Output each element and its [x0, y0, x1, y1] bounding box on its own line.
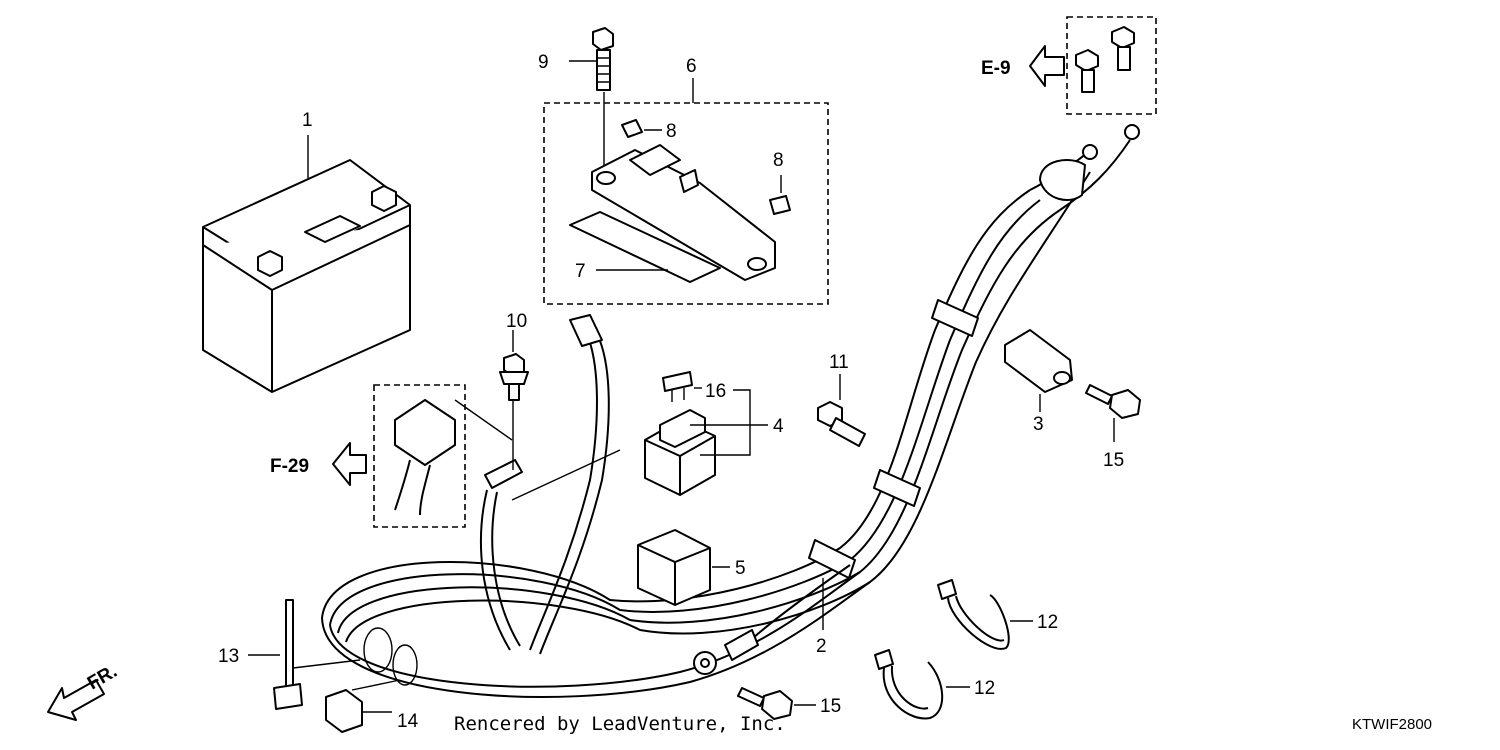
- screw-9-part[interactable]: [499, 353, 529, 401]
- f29-arrow: [332, 442, 367, 486]
- callout-7: 7: [575, 261, 586, 282]
- rubber-pad-part[interactable]: [569, 211, 721, 283]
- bolt-15b-part[interactable]: [737, 687, 793, 720]
- callout-12a: 12: [1037, 612, 1058, 633]
- callout-11: 11: [829, 352, 849, 373]
- front-arrow: FR.: [47, 661, 121, 721]
- pad-8a-part[interactable]: [621, 119, 643, 138]
- band-13-part[interactable]: [273, 599, 393, 710]
- reference-f29: F-29: [270, 456, 309, 477]
- bolt-15a-part[interactable]: [1085, 384, 1141, 419]
- callout-4: 4: [773, 416, 784, 437]
- callout-16: 16: [705, 381, 726, 402]
- callout-12b: 12: [974, 678, 995, 699]
- diagram-code: KTWIF2800: [1352, 716, 1432, 733]
- tie-12b-part[interactable]: [874, 649, 944, 720]
- callout-13: 13: [218, 646, 239, 667]
- cap-3-part[interactable]: [1004, 329, 1073, 393]
- bolt-11-part[interactable]: [817, 401, 866, 447]
- pad-8b-part[interactable]: [769, 195, 791, 215]
- fuse-16-part[interactable]: [662, 371, 693, 402]
- callout-1: 1: [302, 110, 313, 131]
- callout-14: 14: [397, 711, 419, 732]
- e9-arrow: [1029, 45, 1065, 87]
- callout-15a: 15: [1103, 450, 1124, 471]
- callout-8b: 8: [773, 150, 784, 171]
- callout-8a: 8: [666, 121, 677, 142]
- callout-15b: 15: [820, 696, 841, 717]
- e9-box: [1066, 16, 1157, 115]
- wire-harness-part[interactable]: [321, 124, 1140, 698]
- clip-14-part[interactable]: [325, 644, 418, 733]
- relay-4-part[interactable]: [644, 409, 716, 496]
- credit-text: Rencered by LeadVenture, Inc.: [454, 713, 786, 735]
- e9-bolts-part[interactable]: [1075, 26, 1135, 93]
- callout-10: 9: [538, 52, 549, 73]
- bolt-10-part[interactable]: [592, 27, 614, 91]
- kit-6-box: [543, 102, 829, 305]
- battery-part[interactable]: [202, 159, 411, 393]
- battery-holder-part[interactable]: [591, 144, 776, 281]
- reference-e9: E-9: [981, 58, 1011, 79]
- callout-5: 5: [735, 558, 746, 579]
- tie-12a-part[interactable]: [937, 579, 1010, 650]
- callout-9: 10: [506, 311, 527, 332]
- f29-box: [373, 384, 466, 528]
- callout-2: 2: [816, 636, 827, 657]
- callout-3: 3: [1033, 414, 1044, 435]
- callout-6: 6: [686, 56, 697, 77]
- cover-5-part[interactable]: [637, 529, 711, 606]
- f29-component-part[interactable]: [394, 399, 456, 516]
